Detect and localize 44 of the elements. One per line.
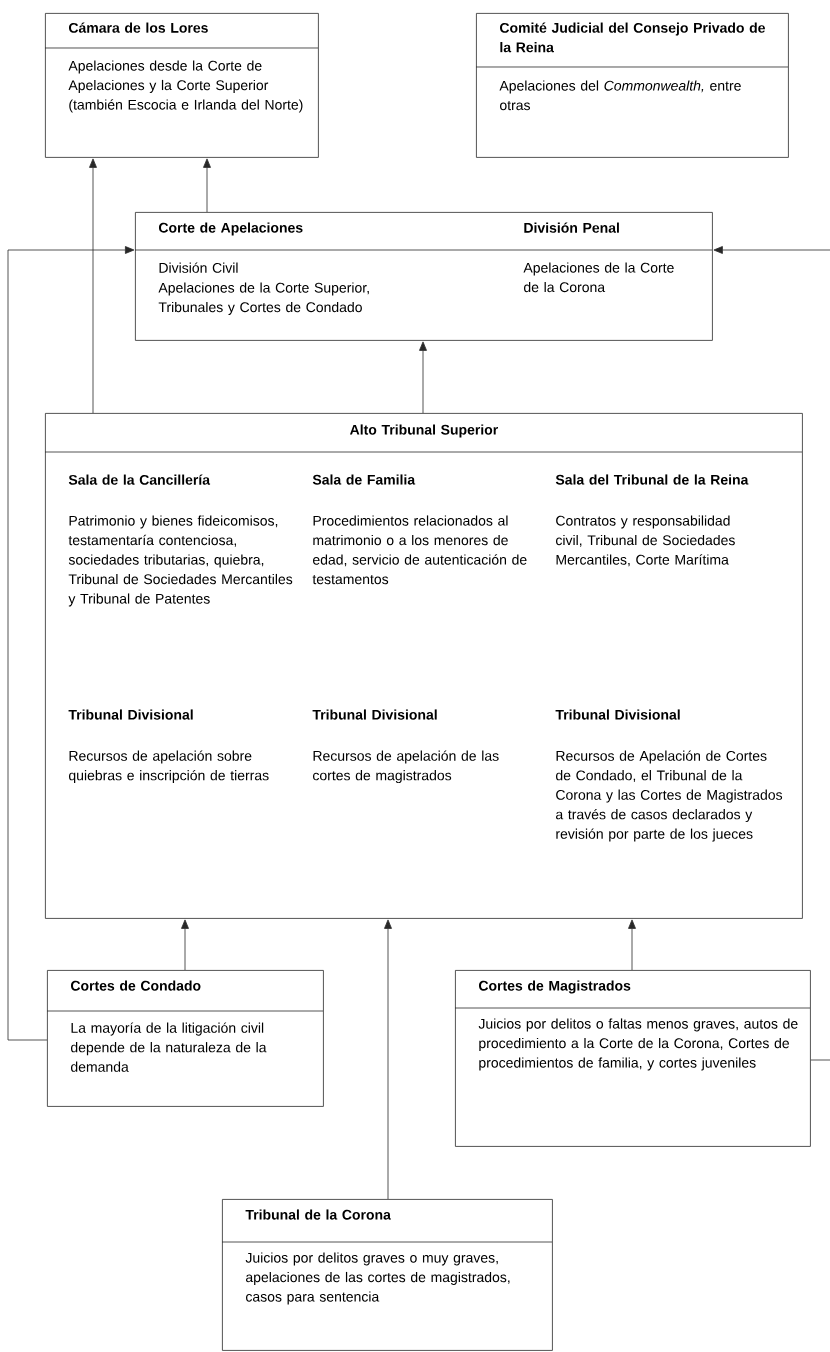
body-text: Apelaciones desde la Corte de Apelaciones y la Corte Superior (también Escocia e Irlanda del Norte) (68, 60, 303, 113)
body-text: Patrimonio y bienes fideicomisos, testamentaría contenciosa, sociedades tributarias, quiebra, Tribunal de Sociedades Mercantiles y Tribunal de Patentes (68, 515, 293, 607)
body-text: Apelaciones de la Corte de la Corona (523, 262, 674, 293)
heading-text: Sala del Tribunal de la Reina (555, 474, 749, 485)
arrow (203, 158, 211, 213)
body-text: Recursos de Apelación de Cortes de Condado, el Tribunal de la Corona y las Cortes de Magistrados a través de casos declarados y revisión por parte de los jueces (556, 750, 783, 842)
body-text: La mayoría de la litigación civil depende de la naturaleza de la demanda (71, 1022, 267, 1072)
heading-text: Comité Judicial del Consejo Privado de la Reina (500, 22, 765, 53)
court-box (44, 13, 319, 158)
heading-text: Cortes de Condado (71, 980, 201, 991)
body-text: Procedimientos relacionados al matrimonio o a los menores de edad, servicio de autenticación de testamentos (312, 515, 527, 585)
court-box (134, 212, 713, 341)
court-box (44, 413, 803, 919)
arrow (384, 919, 392, 1200)
heading-text: División Penal (524, 222, 619, 233)
connector-line (810, 1059, 830, 1061)
arrow (628, 919, 636, 971)
heading-text: Cortes de Magistrados (479, 980, 631, 994)
arrow (713, 246, 830, 254)
arrow (89, 158, 97, 414)
body-text: Contratos y responsabilidad civil, Tribunal de Sociedades Mercantiles, Corte Marítima (556, 515, 735, 567)
heading-text: Corte de Apelaciones (159, 222, 303, 236)
body-text: Recursos de apelación de las cortes de magistrados (313, 750, 499, 784)
heading-text: Tribunal Divisional (68, 709, 193, 720)
body-text: Juicios por delitos graves o muy graves, apelaciones de las cortes de magistrados, casos para sentencia (245, 1252, 510, 1305)
body-text: División Civil (159, 262, 238, 273)
body-text: Apelaciones de la Corte Superior, Tribunales y Cortes de Condado (158, 282, 369, 315)
arrow (181, 919, 189, 971)
heading-text: Tribunal Divisional (555, 709, 680, 720)
arrow (7, 246, 135, 1041)
heading-text: Cámara de los Lores (69, 22, 208, 33)
body-text: Apelaciones del Commonwealth, entre otras (499, 80, 741, 111)
heading-text: Sala de la Cancillería (68, 474, 211, 485)
court-box (454, 970, 811, 1147)
heading-text: Tribunal de la Corona (245, 1209, 391, 1220)
body-text: Recursos de apelación sobre quiebras e inscripción de tierras (69, 750, 269, 784)
heading-text: Tribunal Divisional (312, 709, 437, 720)
heading-text: Sala de Familia (312, 474, 416, 485)
court-box (221, 1199, 553, 1351)
heading-text: Alto Tribunal Superior (349, 424, 498, 438)
court-box (46, 970, 324, 1107)
court-box (475, 13, 789, 158)
body-text: Juicios por delitos o faltas menos graves, autos de procedimiento a la Corte de la Corona, Cortes de procedimientos de familia, y cortes juveniles (478, 1018, 798, 1071)
arrow (419, 341, 427, 414)
